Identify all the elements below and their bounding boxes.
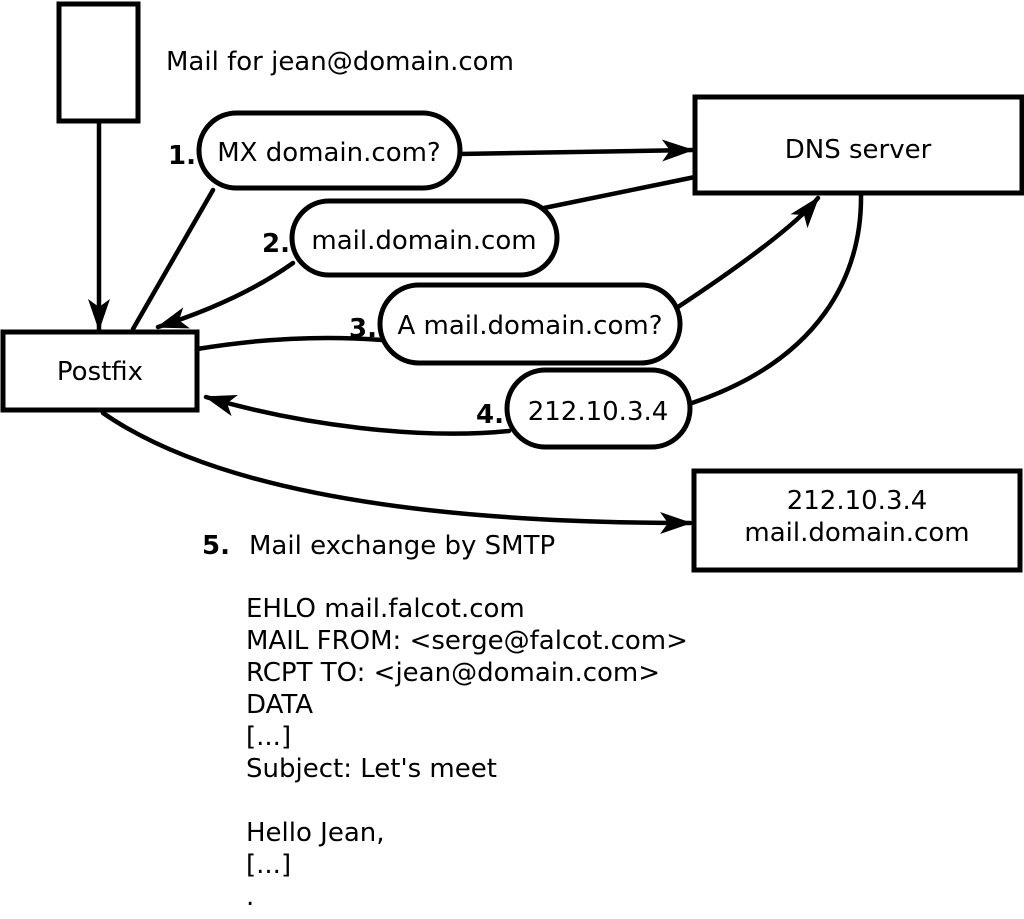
mail-server-ip: 212.10.3.4	[787, 486, 928, 516]
mail-server-node	[691, 468, 1023, 573]
step2-number: 2.	[262, 229, 290, 259]
step2-label: mail.domain.com	[311, 226, 536, 256]
smtp-session-text: EHLO mail.falcot.com MAIL FROM: <serge@f…	[246, 594, 688, 912]
step5-label: Mail exchange by SMTP	[249, 531, 555, 561]
line-dns-to-answer4	[689, 192, 864, 406]
dns-server-node	[692, 94, 1024, 196]
arrow-postfix-to-mailserver	[100, 410, 693, 534]
mail-message-icon	[56, 1, 141, 124]
arrow-answer4-to-postfix	[203, 394, 512, 436]
step4-label: 212.10.3.4	[528, 397, 669, 427]
step3-bubble	[377, 282, 683, 366]
step4-number: 4.	[476, 400, 504, 430]
line-postfix-to-query1	[130, 187, 216, 332]
arrow-query1-to-dns	[456, 139, 695, 162]
dns-server-label: DNS server	[785, 135, 932, 165]
postfix-node	[0, 329, 200, 413]
line-postfix-to-query3	[194, 335, 385, 352]
step3-number: 3.	[349, 314, 377, 344]
line-dns-to-answer2	[541, 174, 698, 211]
arrow-query3-to-dns	[675, 195, 821, 310]
step5-number: 5.	[202, 531, 230, 561]
step2-bubble	[289, 198, 560, 278]
step1-number: 1.	[168, 141, 196, 171]
step1-label: MX domain.com?	[217, 138, 440, 168]
step4-bubble	[504, 367, 693, 450]
postfix-label: Postfix	[57, 357, 143, 387]
step1-bubble	[196, 110, 463, 191]
step3-label: A mail.domain.com?	[398, 311, 663, 341]
arrow-answer2-to-postfix	[155, 260, 296, 330]
mail-note: Mail for jean@domain.com	[166, 47, 514, 77]
mail-server-hostname: mail.domain.com	[744, 518, 969, 548]
